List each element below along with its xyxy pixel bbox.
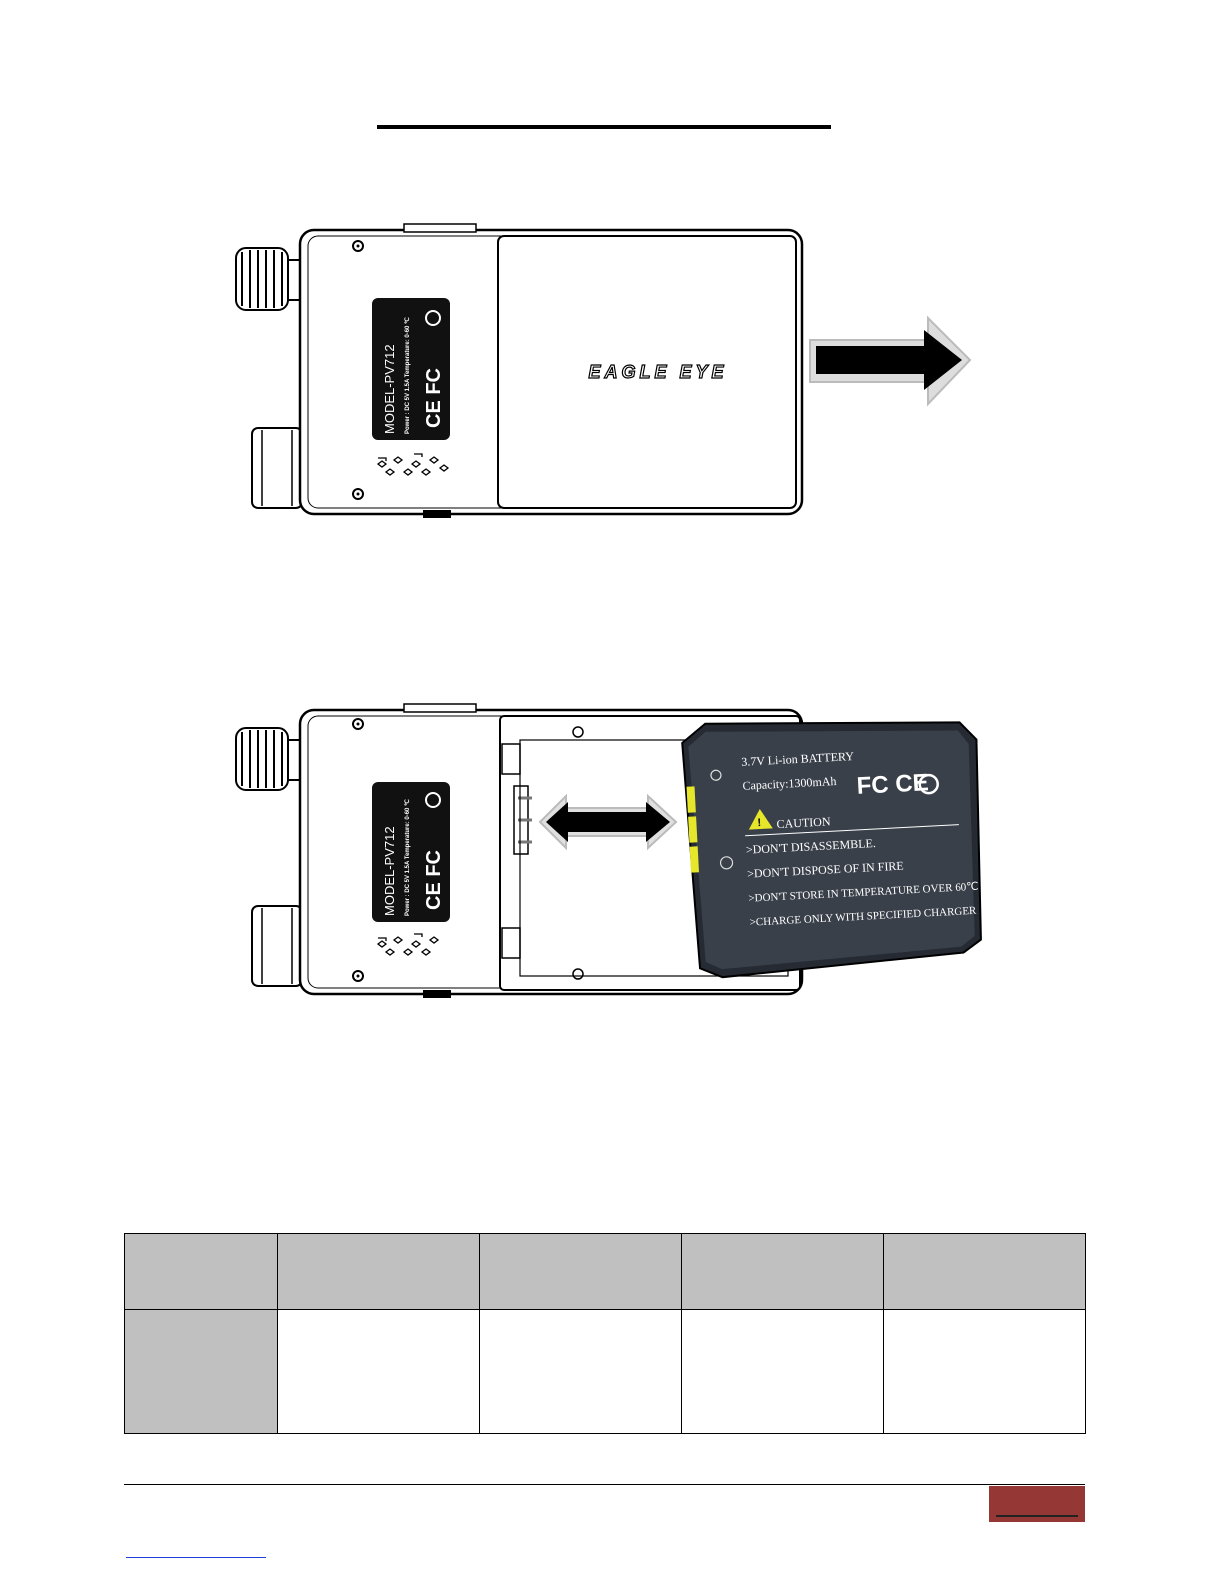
- label-marks-text: CE FC: [423, 850, 445, 910]
- battery-cover: [497, 235, 797, 509]
- double-arrow-icon: [538, 793, 678, 851]
- antenna-connector-bottom: [251, 427, 303, 509]
- table-row: [124, 1308, 1086, 1435]
- table-cell: [479, 1308, 682, 1435]
- page-number-underline: [996, 1515, 1078, 1517]
- figure-insert-battery: MODEL-PV712 Power : DC 5V 1.5A Temperatu…: [235, 703, 982, 998]
- table-header-cell: [277, 1233, 480, 1310]
- label-model-text: MODEL-PV712: [382, 826, 397, 916]
- svg-text:!: !: [757, 817, 761, 829]
- label-power-text: Power : DC 5V 1.5A Temperature: 0-60 ℃: [404, 799, 411, 916]
- speaker-holes: [376, 453, 450, 476]
- battery-marks-text: FC CE: [856, 769, 929, 800]
- title-underline: [377, 125, 831, 129]
- rating-label: MODEL-PV712 Power : DC 5V 1.5A Temperatu…: [372, 298, 450, 440]
- footer-divider: [124, 1484, 1085, 1485]
- table-cell: [883, 1308, 1086, 1435]
- label-model-text: MODEL-PV712: [382, 344, 397, 434]
- table-row-header-cell: [124, 1308, 278, 1435]
- antenna-connector-bottom: [251, 905, 303, 987]
- screw-icon: [352, 718, 364, 982]
- label-power-text: Power : DC 5V 1.5A Temperature: 0-60 ℃: [404, 317, 411, 434]
- table-cell: [277, 1308, 480, 1435]
- battery-warning-1: >DON'T DISASSEMBLE.: [746, 836, 877, 857]
- label-marks-text: CE FC: [423, 368, 445, 428]
- battery-pack: 3.7V Li-ion BATTERY Capacity:1300mAh FC …: [681, 721, 982, 979]
- figure-remove-cover: MODEL-PV712 Power : DC 5V 1.5A Temperatu…: [235, 223, 972, 518]
- rating-label: MODEL-PV712 Power : DC 5V 1.5A Temperatu…: [372, 782, 450, 922]
- antenna-knob-top: [235, 727, 301, 791]
- table-header-cell: [479, 1233, 682, 1310]
- table-header-cell: [681, 1233, 884, 1310]
- table-header-cell: [883, 1233, 1086, 1310]
- battery-capacity-text: Capacity:1300mAh: [742, 774, 837, 793]
- table-header-cell: [124, 1233, 278, 1310]
- footer-link-underline[interactable]: [126, 1557, 266, 1558]
- screw-icon: [352, 240, 364, 500]
- battery-voltage-text: 3.7V Li-ion BATTERY: [741, 749, 855, 769]
- cover-logo: EAGLE EYE: [588, 362, 727, 382]
- battery-caution-text: CAUTION: [776, 814, 831, 831]
- antenna-knob-top: [235, 247, 301, 311]
- warning-icon: [748, 808, 773, 830]
- speaker-holes: [376, 933, 440, 956]
- spec-table: [124, 1233, 1086, 1435]
- arrow-right-icon: [809, 315, 972, 407]
- table-cell: [681, 1308, 884, 1435]
- table-header-row: [124, 1233, 1086, 1310]
